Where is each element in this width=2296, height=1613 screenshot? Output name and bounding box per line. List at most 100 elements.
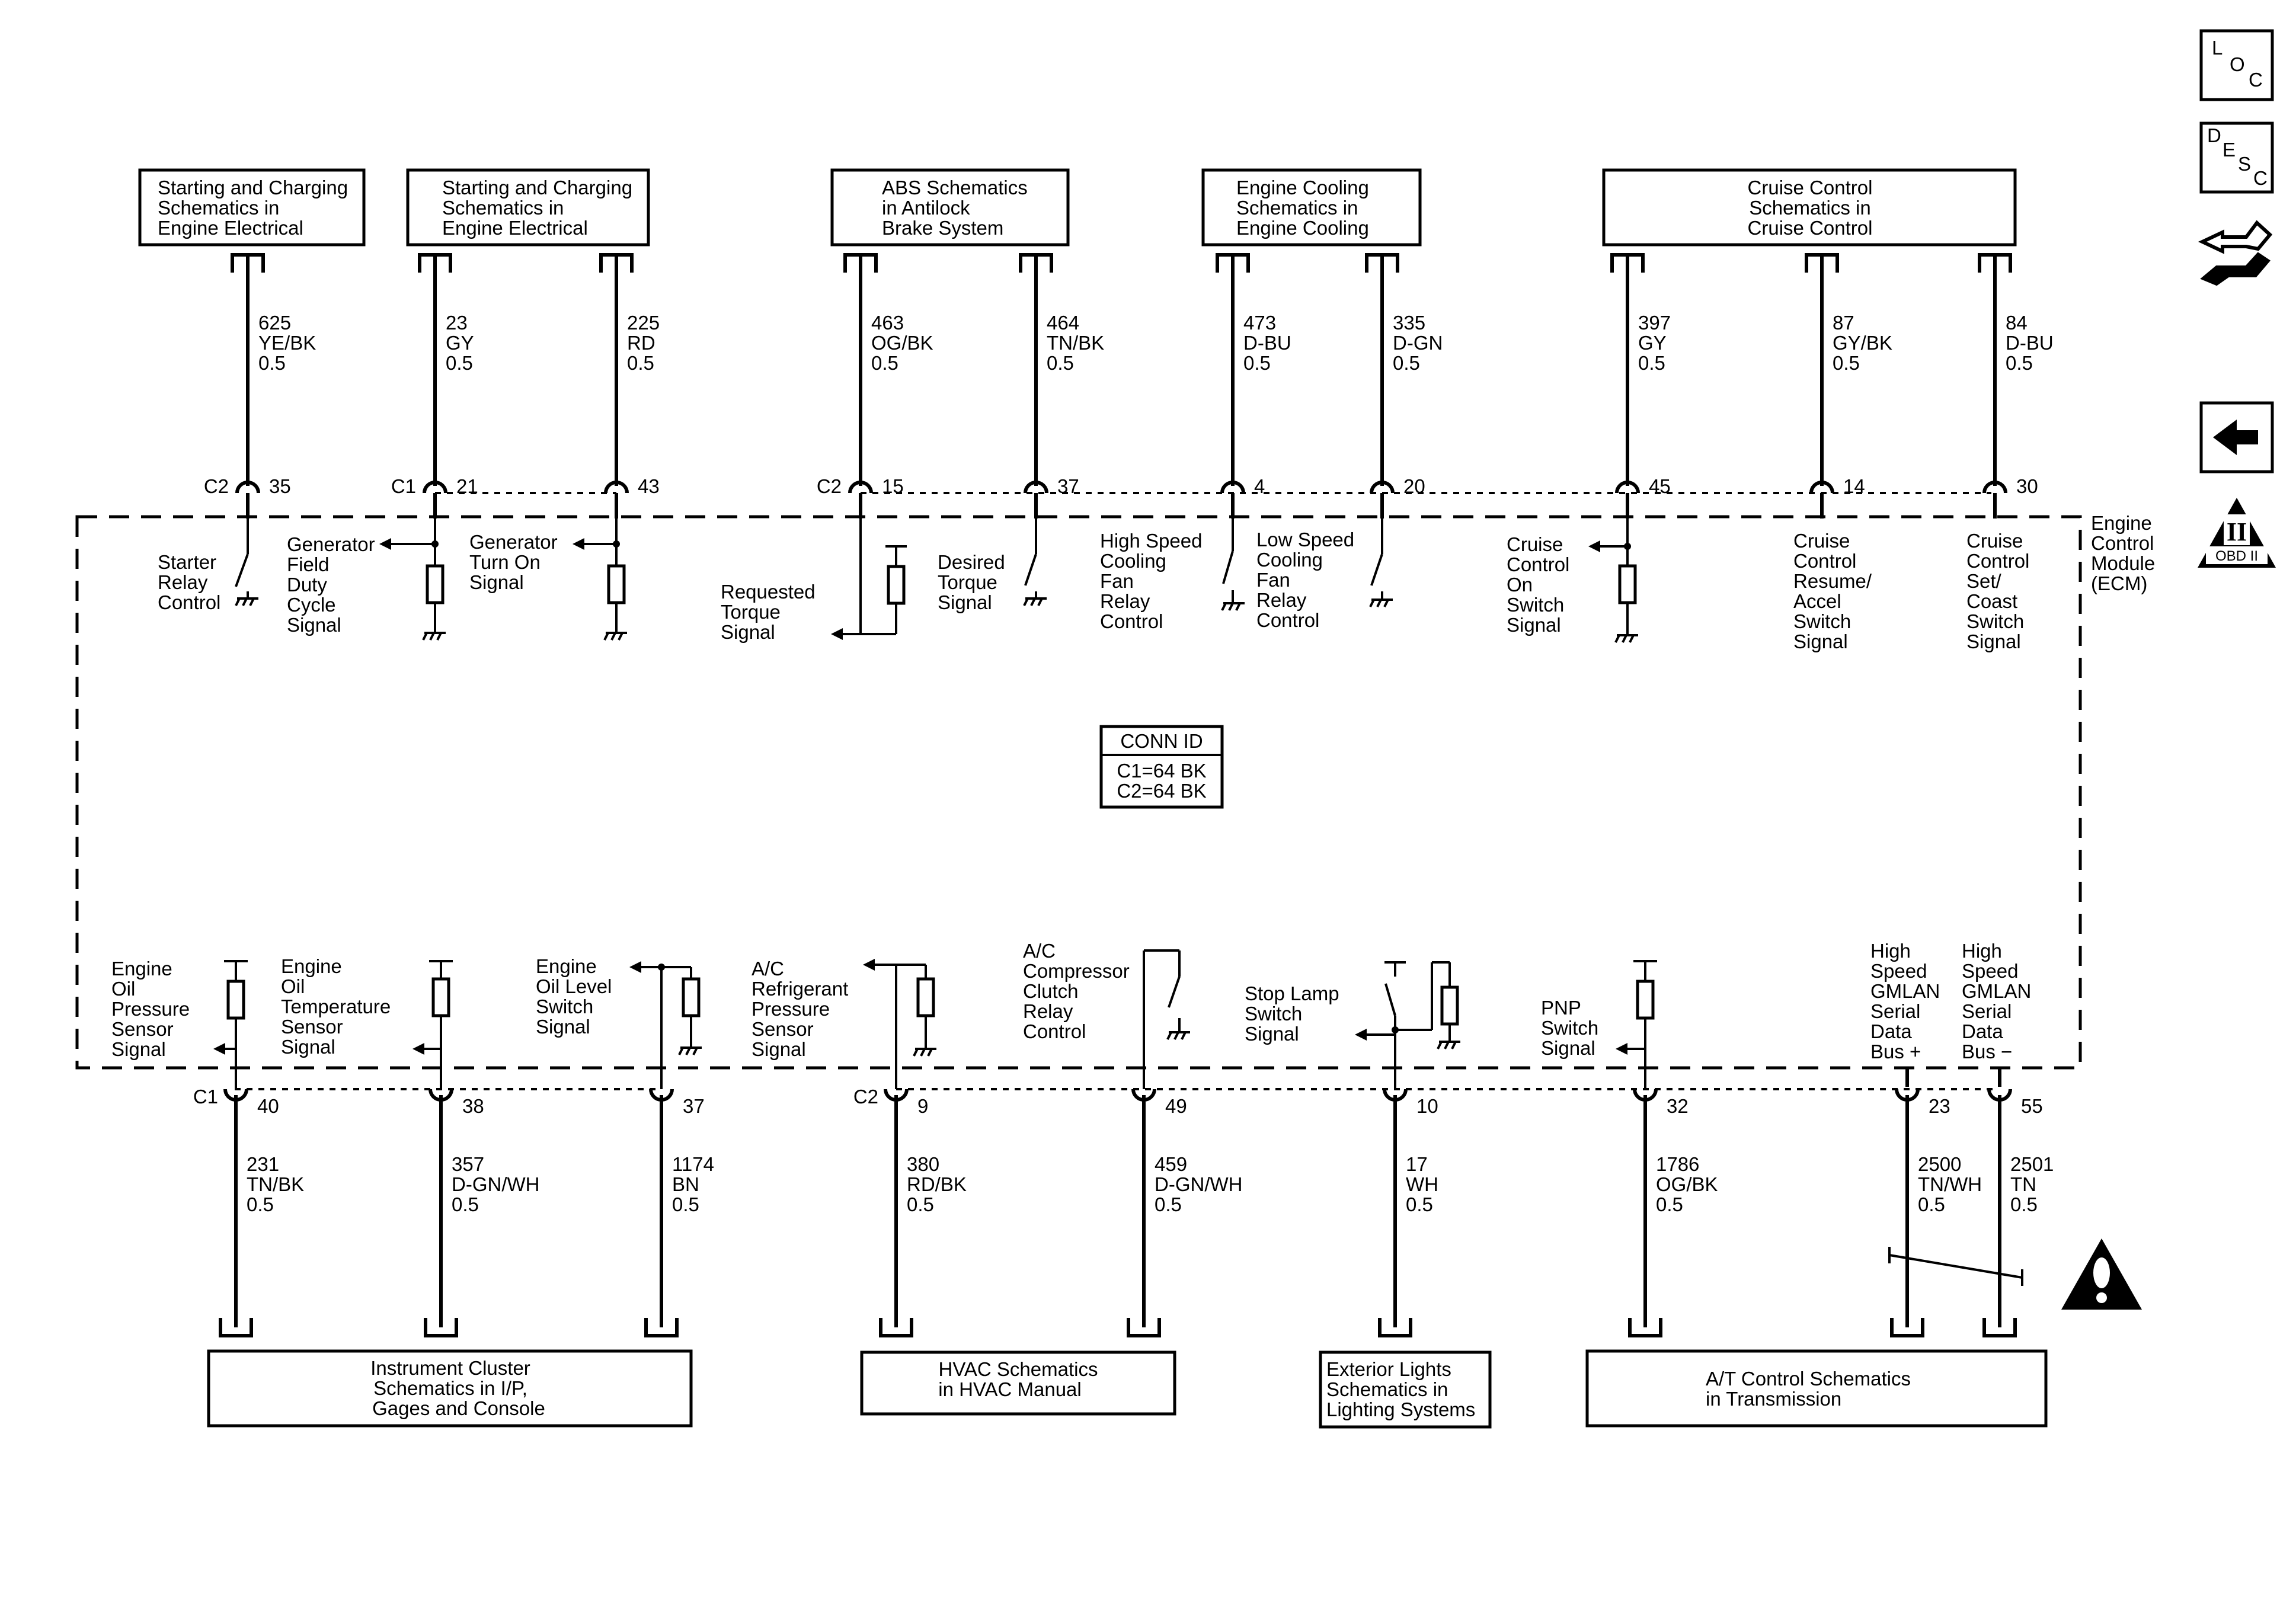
svg-text:Instrument Cluster: Instrument Cluster: [370, 1357, 530, 1379]
terminal-stub: [1628, 1318, 1662, 1337]
wire-gauge: 0.5: [1393, 352, 1420, 374]
resistor-ground-symbol: [863, 959, 936, 1089]
svg-text:Cruise Control: Cruise Control: [1748, 217, 1873, 239]
circuit-number: 225: [627, 312, 660, 334]
pin-number: 40: [257, 1095, 279, 1117]
svg-text:ABS Schematics: ABS Schematics: [882, 177, 1028, 199]
signal-label: Signal: [752, 1038, 806, 1060]
signal-label: Fan: [1256, 569, 1290, 591]
signal-label: Data: [1962, 1020, 2003, 1042]
connector-pin: [1615, 481, 1640, 494]
svg-text:Schematics in: Schematics in: [1236, 197, 1358, 219]
signal-label: Resume/: [1793, 570, 1872, 592]
resistor-ground-symbol: [379, 519, 446, 641]
desc-icon[interactable]: D E S C: [2199, 121, 2274, 194]
signal-label: Speed: [1962, 960, 2018, 982]
connector-pin: [423, 481, 447, 494]
loc-icon[interactable]: L O C: [2199, 29, 2274, 101]
pin-number: 15: [882, 475, 904, 497]
circuit-number: 1786: [1656, 1153, 1699, 1175]
signal-label: Cruise: [1966, 530, 2023, 552]
signal-label: Engine: [536, 955, 597, 977]
signal-label: Relay: [158, 571, 208, 593]
ecm-label-line: Control: [2091, 532, 2154, 554]
signal-label: Stop Lamp: [1245, 982, 1339, 1004]
signal-label: On: [1507, 574, 1533, 596]
back-arrow-icon[interactable]: [2199, 401, 2274, 473]
signal-label: Torque: [721, 601, 781, 623]
wire-color: RD: [627, 332, 655, 354]
signal-label: Control: [1507, 553, 1569, 575]
connector-pin: [1809, 481, 1834, 494]
obd-ii-icon[interactable]: II OBD II: [2198, 498, 2276, 568]
signal-label: Cooling: [1100, 550, 1166, 572]
connector-pin: [1220, 481, 1245, 494]
caution-icon[interactable]: [2061, 1238, 2142, 1310]
svg-text:A/T Control Schematics: A/T Control Schematics: [1706, 1368, 1911, 1390]
connector-id: C1: [193, 1086, 218, 1108]
signal-label: Turn On: [469, 551, 541, 573]
signal-label: Engine: [281, 955, 342, 977]
wire-gauge: 0.5: [1638, 352, 1665, 374]
wire-gauge: 0.5: [2006, 352, 2033, 374]
pin-number: 10: [1416, 1095, 1438, 1117]
switch-ground-symbol: [1143, 949, 1190, 1089]
signal-label: Signal: [938, 591, 992, 613]
twisted-pair-marker: [1889, 1254, 2023, 1279]
pullup-resistor-symbol: [213, 960, 248, 1089]
pin-number: 43: [638, 475, 660, 497]
circuit-number: 473: [1243, 312, 1276, 334]
svg-text:Schematics in: Schematics in: [442, 197, 564, 219]
connector-end-view-icon[interactable]: [2198, 220, 2273, 286]
signal-label: Pressure: [111, 998, 190, 1020]
wire-color: TN: [2010, 1173, 2036, 1195]
ecm-label-line: (ECM): [2091, 572, 2147, 594]
signal-label: High Speed: [1100, 530, 1202, 552]
svg-text:C: C: [2253, 167, 2268, 189]
wire-gauge: 0.5: [1833, 352, 1860, 374]
wire-color: TN/BK: [247, 1173, 304, 1195]
bottom-box-cluster: Instrument Cluster Schematics in I/P, Ga…: [207, 1349, 693, 1428]
signal-label: Bus −: [1962, 1041, 2012, 1062]
wire-gauge: 0.5: [2010, 1193, 2038, 1215]
svg-text:Schematics in: Schematics in: [1749, 197, 1870, 219]
top-signal-labels: StarterRelayControlGeneratorFieldDutyCyc…: [158, 529, 2029, 652]
pin-number: 14: [1843, 475, 1865, 497]
pin-number: 30: [2016, 475, 2038, 497]
signal-label: Signal: [287, 614, 341, 636]
wire-gauge: 0.5: [672, 1193, 699, 1215]
terminal-stub: [644, 1318, 679, 1337]
svg-text:Schematics in: Schematics in: [158, 197, 279, 219]
wire-color: GY/BK: [1833, 332, 1892, 354]
conn-id-box: CONN ID C1=64 BK C2=64 BK: [1099, 725, 1224, 809]
signal-label: Coast: [1966, 590, 2017, 612]
signal-label: Control: [1100, 610, 1163, 632]
circuit-number: 380: [907, 1153, 939, 1175]
internal-circuits: [213, 519, 1657, 1089]
signal-label: Data: [1870, 1020, 1912, 1042]
signal-label: Switch: [1966, 610, 2024, 632]
connector-pin: [1982, 481, 2007, 494]
wire-color: OG/BK: [871, 332, 933, 354]
resistor-ground-symbol: [1588, 519, 1638, 643]
ecm-label-line: Module: [2091, 552, 2155, 574]
svg-text:S: S: [2238, 153, 2251, 175]
signal-label: Duty: [287, 574, 327, 596]
svg-text:Lighting Systems: Lighting Systems: [1326, 1398, 1475, 1420]
top-box-starting2: Starting and Charging Schematics in Engi…: [406, 168, 650, 247]
pullup-resistor-symbol: [1616, 960, 1657, 1089]
terminal-stub: [879, 1318, 913, 1337]
svg-text:Starting and Charging: Starting and Charging: [158, 177, 348, 199]
signal-label: A/C: [1023, 940, 1056, 962]
signal-label: Generator: [287, 533, 375, 555]
circuit-number: 17: [1406, 1153, 1428, 1175]
wire-color: BN: [672, 1173, 699, 1195]
svg-text:C: C: [2249, 69, 2263, 91]
signal-label: Control: [1023, 1020, 1086, 1042]
